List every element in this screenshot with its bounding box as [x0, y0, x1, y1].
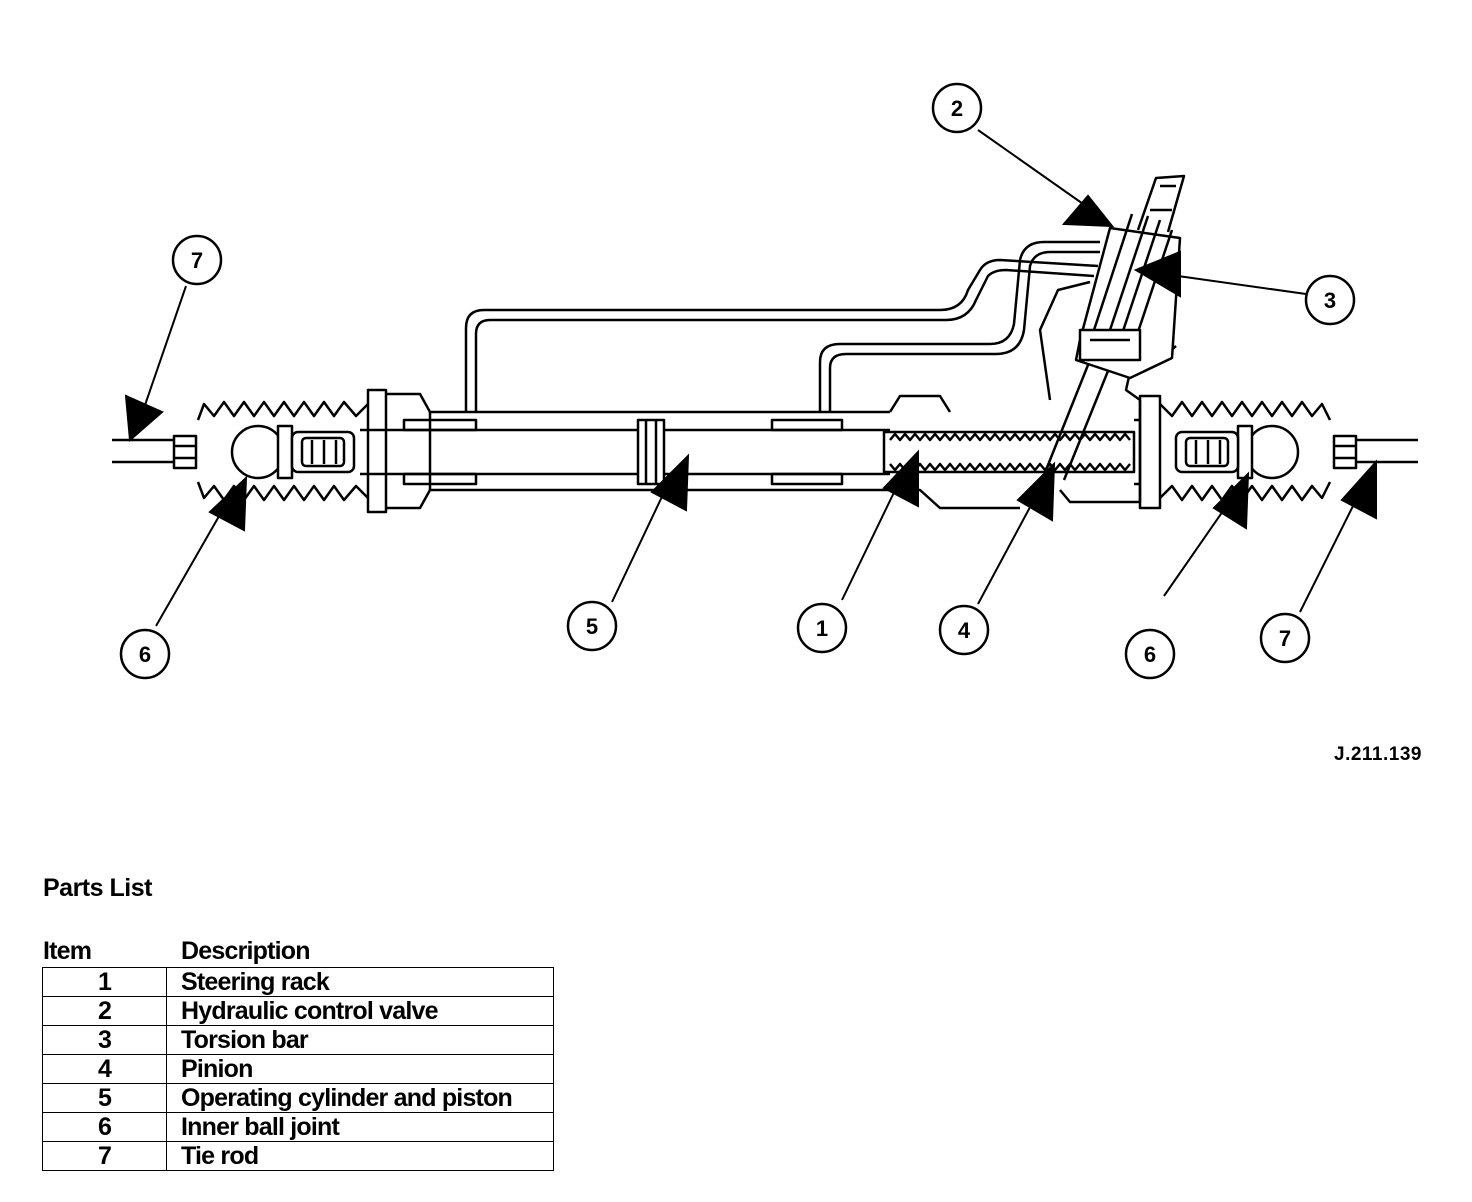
item-number: 2 — [42, 996, 167, 1026]
left-gaiter — [196, 400, 369, 502]
callout-circle — [566, 600, 618, 652]
callout-label: 4 — [958, 618, 971, 643]
callout-label: 3 — [1324, 288, 1336, 313]
callout-circle — [1124, 628, 1176, 680]
parts-header-item: Item — [43, 937, 92, 965]
callout-label: 1 — [816, 616, 828, 641]
rack-housing — [360, 388, 890, 514]
callout-label: 6 — [1144, 642, 1156, 667]
item-description: Inner ball joint — [166, 1112, 554, 1142]
callout-circle — [171, 234, 223, 286]
steering-rack — [882, 394, 1162, 510]
item-description: Hydraulic control valve — [166, 996, 554, 1026]
parts-list-title: Parts List — [43, 874, 152, 902]
item-number: 6 — [42, 1112, 167, 1142]
callout-label: 2 — [951, 96, 963, 121]
inner-ball-joint-left — [230, 424, 356, 480]
callout-circle — [931, 82, 983, 134]
item-number: 3 — [42, 1025, 167, 1055]
hydraulic-control-valve — [1074, 213, 1182, 380]
callout-circle — [938, 604, 990, 656]
callout-circle — [119, 628, 171, 680]
callout-label: 7 — [1279, 626, 1291, 651]
figure-reference-code: J.211.139 — [1334, 744, 1422, 765]
callout-circle — [1259, 612, 1311, 664]
callout-circle — [796, 602, 848, 654]
item-description: Pinion — [166, 1054, 554, 1084]
callout-label: 6 — [139, 642, 151, 667]
hydraulic-pipes — [464, 240, 1100, 412]
steering-rack-diagram: 1 2 3 4 5 6 6 7 7 — [112, 82, 1418, 680]
item-description: Torsion bar — [166, 1025, 554, 1055]
parts-header-description: Description — [181, 937, 311, 965]
callout-label: 7 — [191, 248, 203, 273]
callout-label: 5 — [586, 614, 598, 639]
item-number: 7 — [42, 1141, 167, 1171]
item-number: 1 — [42, 967, 167, 997]
item-number: 5 — [42, 1083, 167, 1113]
tie-rod-left — [112, 438, 178, 464]
tie-rod-right — [1352, 438, 1418, 464]
item-number: 4 — [42, 1054, 167, 1084]
torsion-bar — [1136, 174, 1186, 233]
inner-ball-joint-right — [1174, 424, 1300, 480]
item-description: Tie rod — [166, 1141, 554, 1171]
callout-circle — [1304, 274, 1356, 326]
item-description: Operating cylinder and piston — [166, 1083, 554, 1113]
item-description: Steering rack — [166, 967, 554, 997]
